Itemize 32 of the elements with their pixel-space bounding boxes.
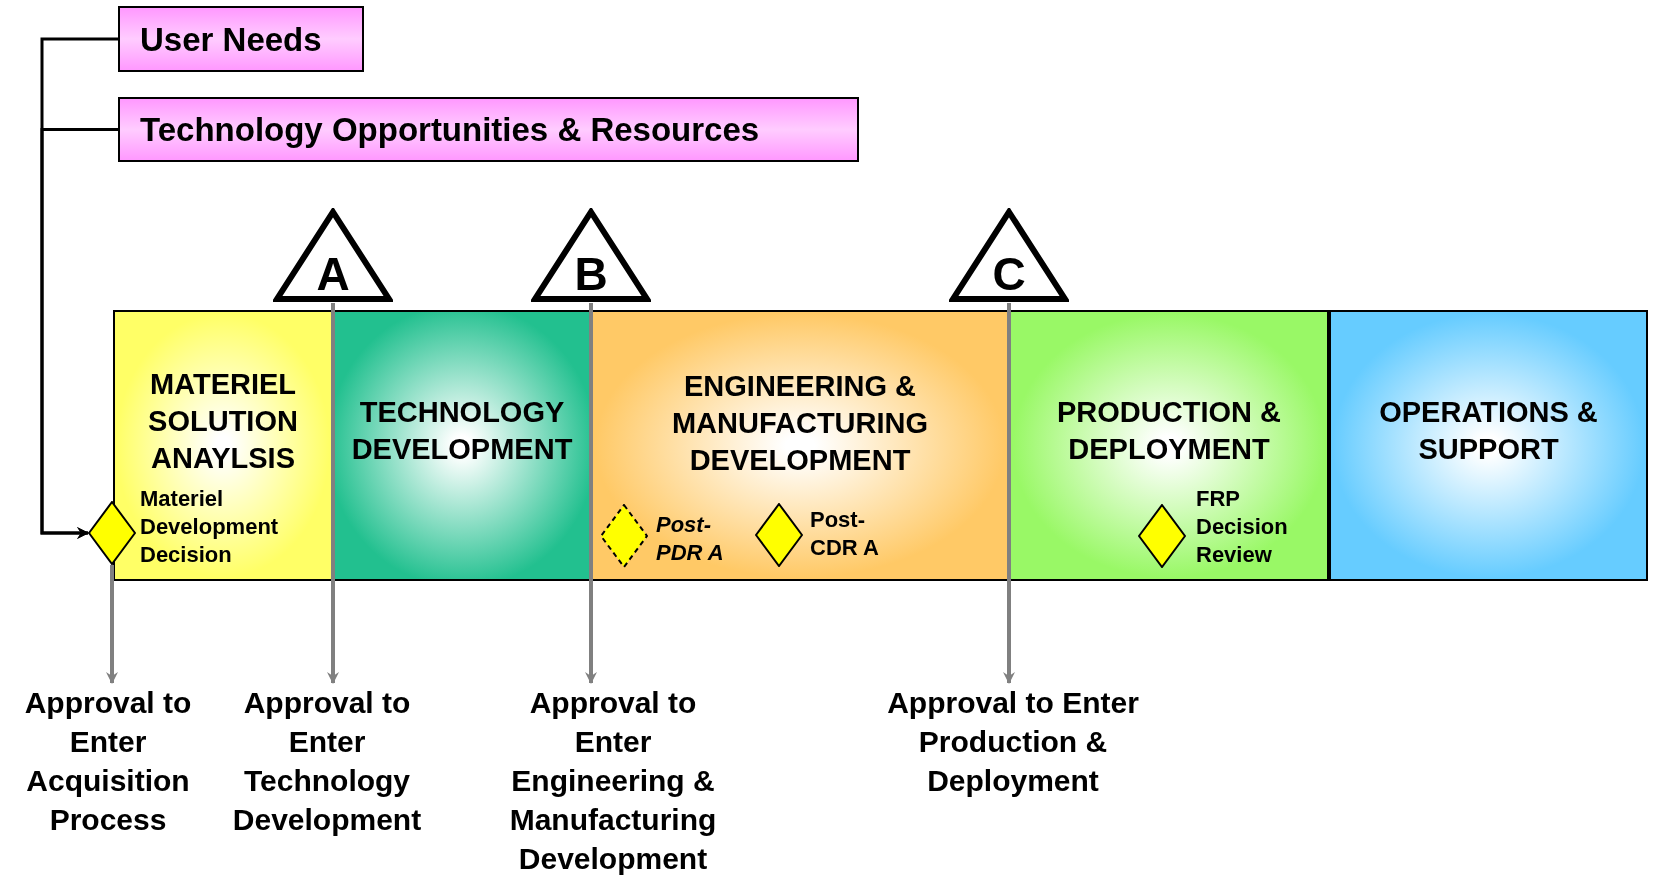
decision-diamond	[88, 501, 136, 565]
phase-box	[113, 310, 333, 581]
approval-text: Approval to Enter Engineering & Manufacturing Development	[508, 685, 718, 877]
milestone-letter: A	[315, 251, 351, 297]
input-box: Technology Opportunities & Resources	[118, 97, 859, 162]
connector-arrow	[106, 565, 118, 684]
phase-box	[1009, 310, 1329, 581]
decision-diamond	[755, 503, 803, 567]
approval-text: Approval to Enter Production & Deployment	[886, 685, 1140, 799]
milestone-label: Post- CDR A	[810, 506, 880, 562]
connector-arrow	[40, 128, 118, 539]
milestone-letter: C	[991, 251, 1027, 297]
phase-title: TECHNOLOGY DEVELOPMENT	[350, 395, 574, 467]
milestone-label: Post- PDR A	[656, 511, 725, 567]
dashed-decision-diamond	[600, 504, 648, 568]
input-box: User Needs	[118, 6, 364, 72]
connector-arrow	[327, 303, 339, 684]
phase-title: ENGINEERING & MANUFACTURING DEVELOPMENT	[670, 369, 930, 478]
milestone-letter: B	[573, 251, 609, 297]
phase-box	[1329, 310, 1648, 581]
phase-title: PRODUCTION & DEPLOYMENT	[1056, 395, 1282, 467]
approval-text: Approval to Enter Acquisition Process	[23, 685, 193, 838]
approval-text: Approval to Enter Technology Development	[231, 685, 423, 838]
connector-arrow	[1003, 303, 1015, 684]
connector-arrow	[585, 303, 597, 684]
phase-title: MATERIEL SOLUTION ANAYLSIS	[147, 367, 299, 476]
phase-title: OPERATIONS & SUPPORT	[1378, 395, 1599, 467]
decision-diamond	[1138, 504, 1186, 568]
milestone-label: Materiel Development Decision	[140, 485, 280, 569]
milestone-label: FRP Decision Review	[1196, 485, 1289, 569]
phase-box	[591, 310, 1009, 581]
phase-box	[333, 310, 591, 581]
